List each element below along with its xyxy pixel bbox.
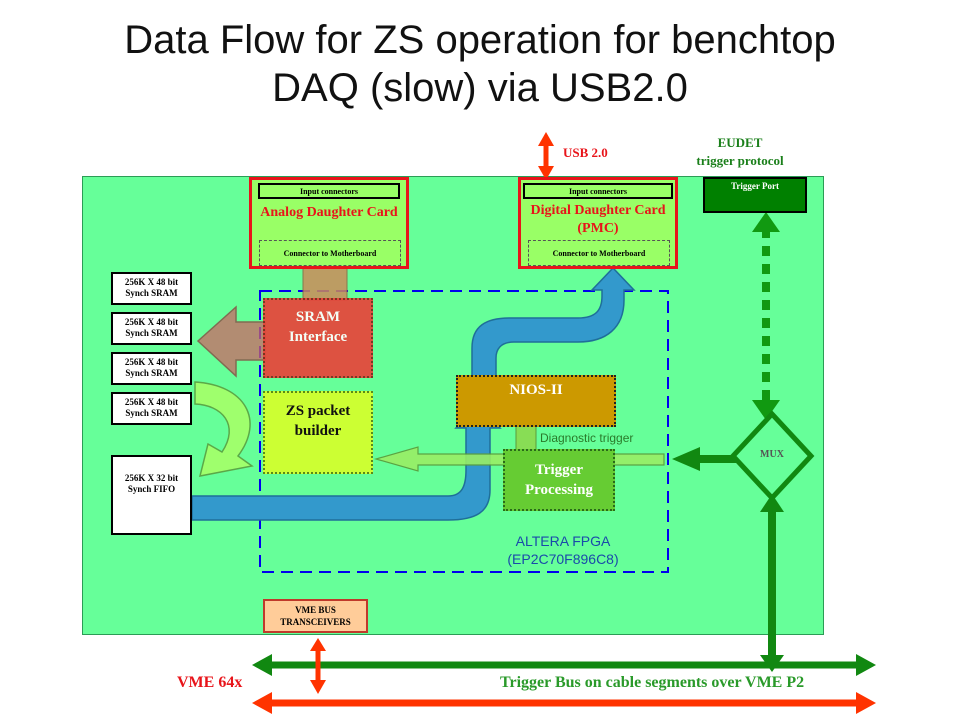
sram-interface-line-2: Interface — [288, 329, 348, 345]
analog-card-link — [302, 267, 348, 301]
trigger-port-label: Trigger Port — [731, 181, 779, 191]
digital-card-title-line-2: (PMC) — [577, 221, 619, 236]
fifo-chip-size: 256K X 32 bit — [124, 473, 179, 483]
fpga-label-line-2: (EP2C70F896C8) — [507, 551, 619, 567]
analog-input-connectors: Input connectors — [258, 183, 400, 199]
sram-chip-3-size: 256K X 48 bit — [124, 357, 179, 367]
sram-to-memory-arrow — [196, 305, 266, 378]
fpga-label: ALTERA FPGA (EP2C70F896C8) — [478, 532, 648, 568]
digital-input-connectors: Input connectors — [523, 183, 673, 199]
title-line-2: DAQ (slow) via USB2.0 — [272, 66, 688, 110]
fifo-chip: 256K X 32 bit Synch FIFO — [111, 455, 192, 535]
zs-builder-line-2: builder — [294, 423, 342, 439]
eudet-line-2: trigger protocol — [696, 153, 784, 168]
mux-label: MUX — [760, 449, 784, 460]
sram-chip-4: 256K X 48 bit Synch SRAM — [111, 392, 192, 425]
analog-card-connector: Connector to Motherboard — [259, 240, 401, 266]
sram-interface-line-1: SRAM — [295, 309, 341, 325]
nios-label: NIOS-II — [509, 382, 563, 398]
zs-builder-line-1: ZS packet — [285, 403, 351, 419]
vme64x-label: VME 64x — [177, 674, 243, 691]
trigger-processing-line-1: Trigger — [534, 462, 584, 478]
digital-daughter-card: Input connectors Digital Daughter Card (… — [518, 177, 678, 269]
trigger-processing-line-2: Processing — [524, 482, 594, 498]
page-title: Data Flow for ZS operation for benchtop … — [40, 16, 920, 112]
sram-chip-4-type: Synch SRAM — [125, 408, 178, 418]
trigger-bus-label: Trigger Bus on cable segments over VME P… — [500, 674, 805, 691]
sram-chip-2-size: 256K X 48 bit — [124, 317, 179, 327]
nios-ii-processor: NIOS-II — [456, 375, 616, 427]
vme-bus-transceivers: VME BUS TRANSCEIVERS — [263, 599, 368, 633]
title-line-1: Data Flow for ZS operation for benchtop — [124, 18, 836, 62]
nios-trigger-link — [515, 425, 537, 451]
sram-chip-3: 256K X 48 bit Synch SRAM — [111, 352, 192, 385]
zs-packet-builder: ZS packet builder — [263, 391, 373, 474]
sram-chip-1-size: 256K X 48 bit — [124, 277, 179, 287]
sram-interface: SRAM Interface — [263, 298, 373, 378]
diagnostic-trigger-label: Diagnostic trigger — [540, 431, 634, 445]
digital-card-title-line-1: Digital Daughter Card — [530, 203, 666, 218]
sram-chip-4-size: 256K X 48 bit — [124, 397, 179, 407]
analog-card-title: Analog Daughter Card — [260, 205, 398, 220]
digital-card-title: Digital Daughter Card (PMC) — [521, 202, 675, 238]
sram-chip-1: 256K X 48 bit Synch SRAM — [111, 272, 192, 305]
sram-chip-2-type: Synch SRAM — [125, 328, 178, 338]
nios-to-digital-pipe — [471, 266, 636, 377]
trigger-processing: Trigger Processing — [503, 449, 615, 511]
fifo-chip-type: Synch FIFO — [127, 484, 176, 494]
vme-transceivers-line-1: VME BUS — [295, 605, 336, 615]
analog-daughter-card: Input connectors Analog Daughter Card Co… — [249, 177, 409, 269]
fpga-boundary — [259, 290, 669, 573]
sram-chip-1-type: Synch SRAM — [125, 288, 178, 298]
sram-chip-3-type: Synch SRAM — [125, 368, 178, 378]
fpga-label-line-1: ALTERA FPGA — [515, 533, 611, 549]
memory-to-zs-arrow — [194, 381, 254, 477]
vme-transceivers-line-2: TRANSCEIVERS — [280, 617, 351, 627]
sram-chip-2: 256K X 48 bit Synch SRAM — [111, 312, 192, 345]
digital-card-connector: Connector to Motherboard — [528, 240, 670, 266]
usb-label: USB 2.0 — [563, 145, 608, 160]
eudet-label: EUDET trigger protocol — [680, 134, 800, 170]
trigger-port: Trigger Port — [703, 177, 807, 213]
eudet-line-1: EUDET — [717, 135, 763, 150]
mux-to-trigger-arrow — [672, 447, 740, 471]
